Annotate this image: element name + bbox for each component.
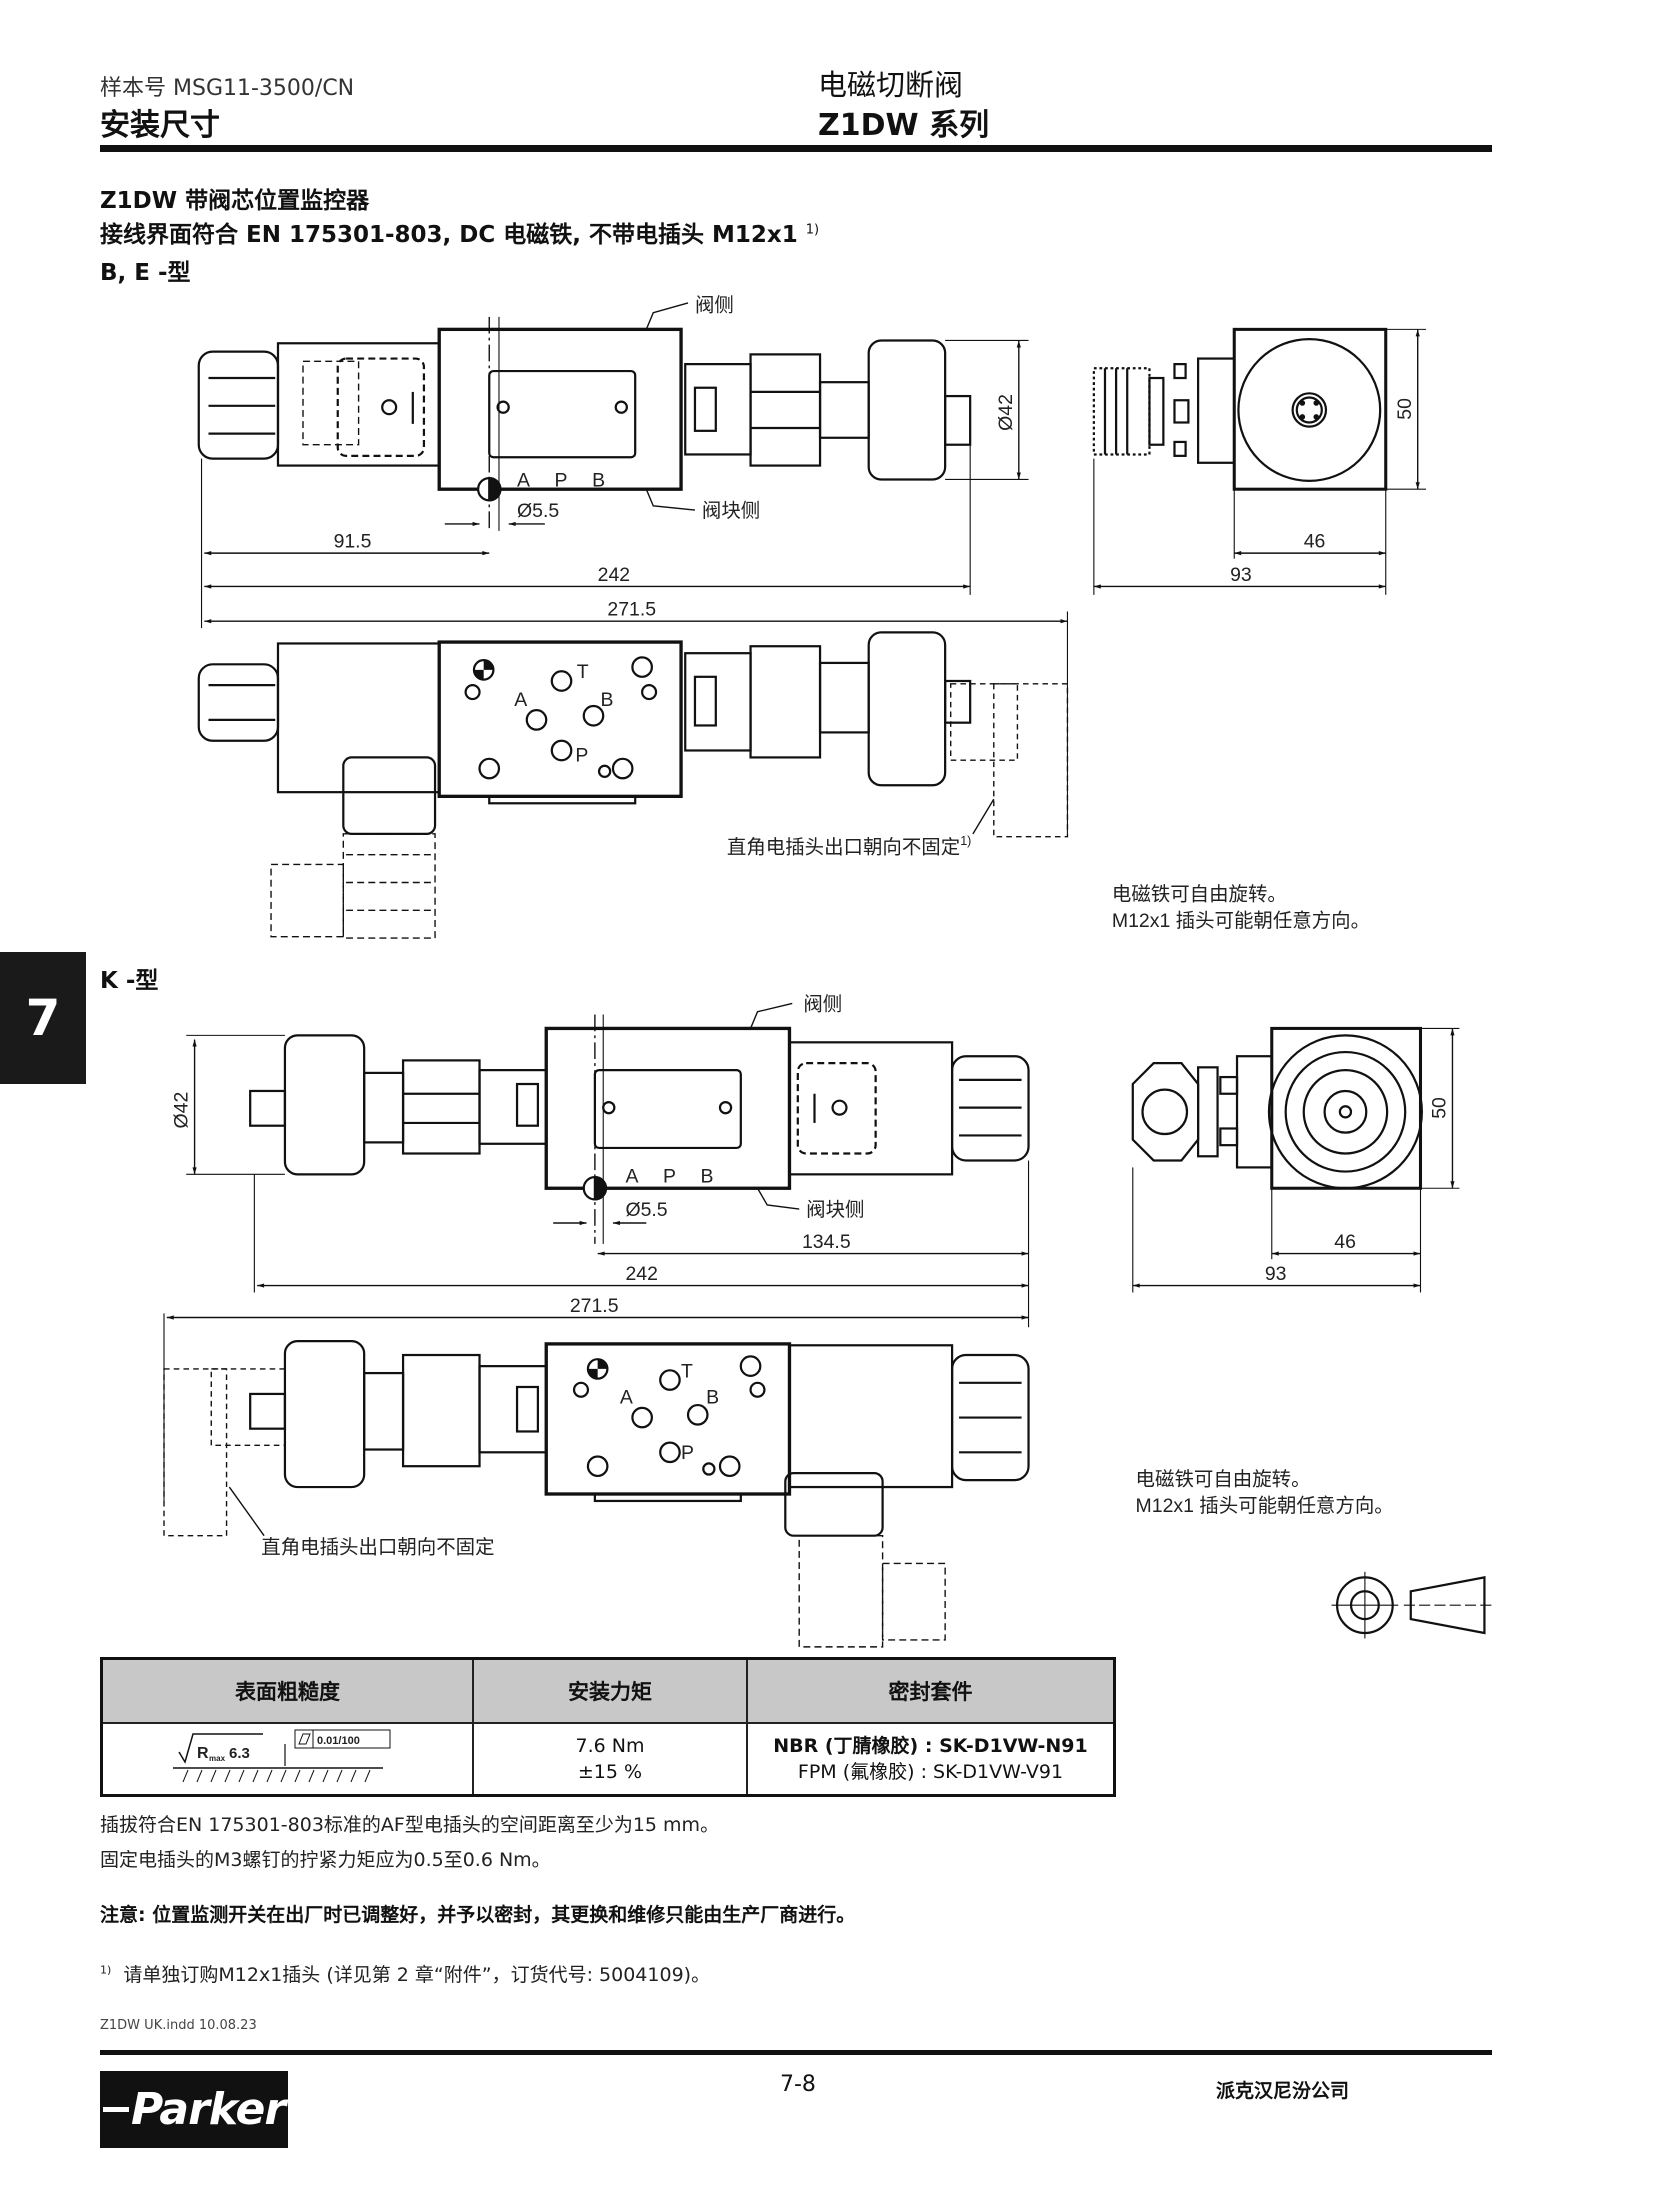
footnote-mark: 1) (100, 1963, 112, 1977)
footnote: 1) 请单独订购M12x1插头 (详见第 2 章“附件”，订货代号: 50041… (100, 1960, 710, 1987)
k-dim-d42: Ø42 (171, 1092, 193, 1129)
position-sensor (867, 339, 947, 481)
k-hole-diameter: Ø5.5 (625, 1199, 667, 1221)
torque-cell: 7.6 Nm ±15 % (472, 1722, 748, 1797)
type-k-label: K -型 (100, 968, 159, 994)
be-bottom-port-a: A (514, 689, 527, 711)
file-info: Z1DW UK.indd 10.08.23 (100, 2018, 257, 2033)
be-bottom-port-t: T (577, 661, 589, 683)
be-port-a: A (517, 469, 530, 491)
footer-rule (100, 2050, 1492, 2055)
section-title: 安装尺寸 (100, 108, 220, 143)
series-name: Z1DW 系列 (818, 108, 990, 143)
be-dim-271-5: 271.5 (607, 599, 656, 621)
header-seal-kit: 密封套件 (746, 1657, 1116, 1724)
k-port-a: A (625, 1166, 638, 1188)
be-valve-side-label: 阀侧 (695, 294, 734, 316)
k-bottom-port-a: A (620, 1387, 633, 1409)
roughness-value: 6.3 (229, 1745, 250, 1762)
be-plug-note-text: 直角电插头出口朝向不固定 (727, 836, 960, 858)
roughness-r: R (197, 1745, 209, 1762)
be-port-b: B (592, 469, 605, 491)
note-plug-clearance: 插拔符合EN 175301-803标准的AF型电插头的空间距离至少为15 mm。 (100, 1814, 720, 1836)
product-name: 电磁切断阀 (818, 68, 964, 102)
be-side-view (1092, 327, 1427, 595)
footnote-ref: 1) (805, 222, 820, 238)
catalog-number: 样本号 MSG11-3500/CN (100, 76, 355, 101)
k-dim-46: 46 (1334, 1231, 1356, 1253)
be-dim-46: 46 (1304, 531, 1326, 553)
be-bottom-port-p: P (575, 745, 588, 767)
k-top-view (163, 1002, 1030, 1501)
valve-body (437, 327, 683, 491)
be-bottom-view (197, 631, 1069, 939)
be-dim-d42: Ø42 (995, 394, 1017, 431)
k-block-side-label: 阀块侧 (806, 1199, 864, 1221)
flatness-value: 0.01/100 (317, 1735, 360, 1747)
header-roughness: 表面粗糙度 (100, 1657, 474, 1724)
k-side-view (1131, 1026, 1460, 1293)
torque-value: 7.6 Nm (575, 1735, 645, 1757)
be-hole-diameter: Ø5.5 (517, 500, 559, 522)
k-dim-50: 50 (1429, 1097, 1451, 1119)
k-bottom-port-t: T (681, 1360, 693, 1382)
be-dim-50: 50 (1394, 398, 1416, 420)
heading-line1: Z1DW 带阀芯位置监控器 (100, 188, 370, 214)
warning-note: 注意: 位置监测开关在出厂时已调整好，并予以密封，其更换和维修只能由生产厂商进行… (100, 1904, 856, 1926)
roughness-sub: max (209, 1754, 226, 1763)
header-rule (100, 145, 1492, 152)
be-rotate-note-2: M12x1 插头可能朝任意方向。 (1112, 910, 1370, 932)
k-dim-242: 242 (625, 1263, 657, 1285)
k-dim-93: 93 (1265, 1263, 1287, 1285)
be-block-side-label: 阀块侧 (702, 500, 760, 522)
header-torque: 安装力矩 (472, 1657, 748, 1724)
k-rotate-note-1: 电磁铁可自由旋转。 (1136, 1469, 1311, 1491)
k-bottom-port-b: B (706, 1387, 719, 1409)
heading-line2-text: 接线界面符合 EN 175301-803, DC 电磁铁, 不带电插头 M12x… (100, 222, 798, 248)
k-dim-271-5: 271.5 (570, 1295, 619, 1317)
heading-line2: 接线界面符合 EN 175301-803, DC 电磁铁, 不带电插头 M12x… (100, 215, 819, 249)
k-bottom-view (163, 1340, 1030, 1648)
k-dim-134-5: 134.5 (802, 1231, 851, 1253)
k-port-b: B (701, 1166, 714, 1188)
k-plug-note: 直角电插头出口朝向不固定 (261, 1537, 494, 1559)
seal-kit-nbr: NBR (丁腈橡胶) : SK-D1VW-N91 (773, 1735, 1088, 1757)
table-header-row: 表面粗糙度 安装力矩 密封套件 (100, 1657, 1116, 1724)
torque-tolerance: ±15 % (577, 1761, 643, 1783)
table-row: R max 6.3 0.01/100 7.6 Nm ±15 % NBR (丁腈橡胶… (100, 1722, 1116, 1797)
be-dim-242: 242 (598, 564, 630, 586)
k-valve-side-label: 阀侧 (803, 993, 842, 1015)
be-plug-note: 直角电插头出口朝向不固定1) (727, 834, 971, 858)
be-rotate-note-1: 电磁铁可自由旋转。 (1112, 884, 1287, 906)
surface-roughness-symbol: R max 6.3 0.01/100 (172, 1729, 390, 1782)
be-port-p: P (555, 469, 568, 491)
projection-symbol-icon (1331, 1571, 1495, 1639)
footnote-text: 请单独订购M12x1插头 (详见第 2 章“附件”，订货代号: 5004109)… (123, 1964, 711, 1986)
plug-outline (336, 357, 426, 457)
be-dim-93: 93 (1230, 564, 1252, 586)
chapter-tab: 7 (0, 952, 86, 1084)
type-be-label: B, E -型 (100, 260, 191, 286)
be-plug-note-sup: 1) (960, 834, 971, 848)
company-name: 派克汉尼汾公司 (1216, 2080, 1350, 2102)
note-screw-torque: 固定电插头的M3螺钉的拧紧力矩应为0.5至0.6 Nm。 (100, 1849, 551, 1871)
k-bottom-port-p: P (681, 1442, 694, 1464)
be-top-view (197, 302, 1069, 834)
parker-logo: Parker (100, 2071, 288, 2148)
be-bottom-port-b: B (600, 689, 613, 711)
be-dim-91-5: 91.5 (334, 531, 372, 553)
page-number: 7-8 (780, 2072, 816, 2097)
k-port-p: P (663, 1166, 676, 1188)
roughness-cell: R max 6.3 0.01/100 (100, 1722, 474, 1797)
spec-table: 表面粗糙度 安装力矩 密封套件 R max 6.3 0.01/100 7.6 N… (100, 1657, 1116, 1797)
k-rotate-note-2: M12x1 插头可能朝任意方向。 (1136, 1495, 1394, 1517)
seal-kit-fpm: FPM (氟橡胶) : SK-D1VW-V91 (797, 1761, 1064, 1783)
